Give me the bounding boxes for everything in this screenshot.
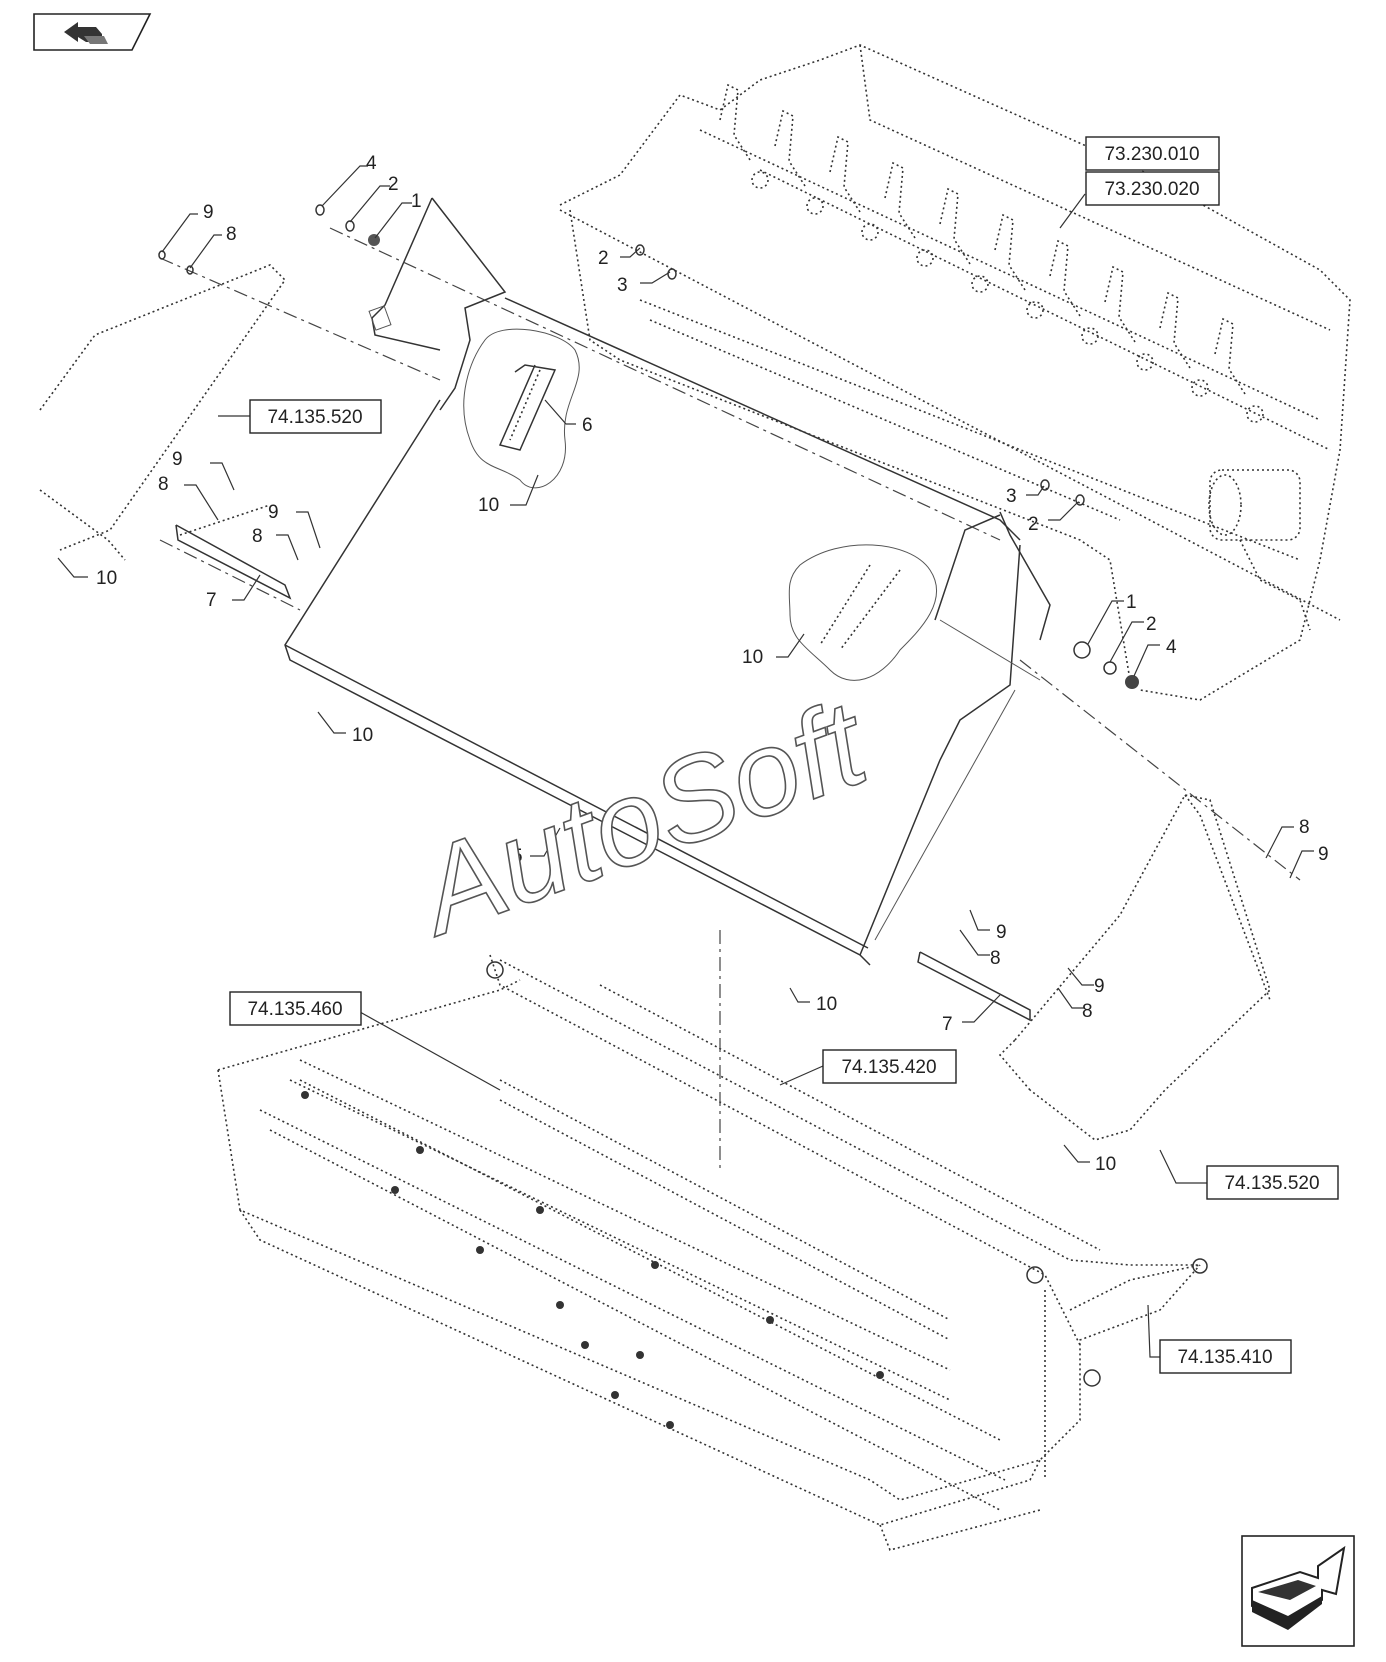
callout-number: 10 — [96, 568, 117, 589]
rotor-hub — [971, 275, 989, 293]
bolt-hole — [876, 1371, 884, 1379]
reference-box-73-230-020[interactable]: 73.230.020 — [1085, 171, 1220, 206]
reference-box-73-230-010[interactable]: 73.230.010 — [1085, 136, 1220, 171]
reference-box-74-135-410[interactable]: 74.135.410 — [1159, 1339, 1292, 1374]
callout-number: 8 — [1299, 817, 1310, 838]
rotor-tine — [829, 135, 861, 213]
bolt-hole — [556, 1301, 564, 1309]
callout-number: 1 — [1126, 592, 1137, 613]
callout-number: 2 — [1146, 614, 1157, 635]
bolt-hole — [666, 1421, 674, 1429]
reference-box-74-135-420[interactable]: 74.135.420 — [822, 1049, 957, 1084]
callout-number: 1 — [411, 191, 422, 212]
bolt-hole — [391, 1186, 399, 1194]
main-hood-panel — [284, 297, 1051, 966]
forward-arrow-icon[interactable] — [1241, 1535, 1355, 1647]
callout-number: 8 — [158, 474, 169, 495]
rotor-hub — [1026, 301, 1044, 319]
rotor-hub — [1081, 327, 1099, 345]
callout-number: 8 — [252, 526, 263, 547]
callout-number: 7 — [206, 590, 217, 611]
bolt-hole — [536, 1206, 544, 1214]
callout-number: 4 — [366, 153, 377, 174]
detail-inset-left — [463, 328, 580, 489]
rotor-tine — [939, 187, 971, 265]
reference-box-74-135-460[interactable]: 74.135.460 — [229, 991, 362, 1026]
callout-number: 9 — [268, 502, 279, 523]
rotor-hub — [751, 171, 769, 189]
svg-text:74.135.520: 74.135.520 — [1224, 1173, 1319, 1194]
callout-number: 9 — [1318, 844, 1329, 865]
rotor-hub — [916, 249, 934, 267]
svg-text:73.230.010: 73.230.010 — [1104, 144, 1199, 165]
reference-box-74-135-520-left[interactable]: 74.135.520 — [249, 399, 382, 434]
callout-number: 6 — [582, 415, 593, 436]
upper-frame-assembly — [559, 44, 1351, 701]
callout-number: 3 — [1006, 486, 1017, 507]
svg-text:74.135.420: 74.135.420 — [841, 1057, 936, 1078]
rotor-tine — [719, 83, 751, 161]
bolt-hole — [651, 1261, 659, 1269]
callout-number: 2 — [1028, 514, 1039, 535]
leader-lines — [57, 165, 1314, 1358]
callout-number: 7 — [942, 1014, 953, 1035]
reference-box-74-135-520-right[interactable]: 74.135.520 — [1206, 1165, 1339, 1200]
bolt-hole — [301, 1091, 309, 1099]
callout-number: 3 — [617, 275, 628, 296]
callout-number: 8 — [226, 224, 237, 245]
callout-number: 9 — [203, 202, 214, 223]
callout-number: 10 — [478, 495, 499, 516]
bolt-hole — [416, 1146, 424, 1154]
back-arrow-icon[interactable] — [33, 13, 152, 51]
rotor-tine — [774, 109, 806, 187]
rotor-tine — [884, 161, 916, 239]
callout-number: 10 — [742, 647, 763, 668]
detail-inset-right — [788, 544, 937, 681]
left-side-shield — [39, 264, 287, 561]
callout-number: 10 — [1095, 1154, 1116, 1175]
centre-lines — [159, 227, 1301, 1170]
rotor-hub — [806, 197, 824, 215]
rotor-hub — [1136, 353, 1154, 371]
callout-number: 2 — [388, 174, 399, 195]
callout-number: 8 — [990, 948, 1001, 969]
rotor-hub — [1246, 405, 1264, 423]
bolt-hole — [636, 1351, 644, 1359]
bolt-hole — [581, 1341, 589, 1349]
left-deflector-plate — [368, 197, 507, 411]
callout-number: 9 — [1094, 976, 1105, 997]
callout-number: 9 — [172, 449, 183, 470]
callout-number: 10 — [352, 725, 373, 746]
svg-text:74.135.410: 74.135.410 — [1177, 1347, 1272, 1368]
callout-number: 9 — [996, 922, 1007, 943]
svg-text:73.230.020: 73.230.020 — [1104, 179, 1199, 200]
callout-number: 5 — [512, 846, 523, 867]
bolt-hole — [476, 1246, 484, 1254]
callout-number: 2 — [598, 248, 609, 269]
callout-number: 10 — [816, 994, 837, 1015]
callout-number: 8 — [1082, 1001, 1093, 1022]
callout-labels: 4 2 1 9 8 2 3 6 10 9 8 9 8 10 7 3 2 1 2 … — [96, 153, 1329, 1175]
callout-number: 4 — [1166, 637, 1177, 658]
bolt-hole — [766, 1316, 774, 1324]
svg-text:74.135.460: 74.135.460 — [247, 999, 342, 1020]
lower-tray-assembly — [217, 954, 1208, 1551]
svg-text:74.135.520: 74.135.520 — [267, 407, 362, 428]
rotor-tine — [994, 213, 1026, 291]
rotor-hub — [861, 223, 879, 241]
rotor-hub — [1191, 379, 1209, 397]
right-side-shield — [998, 794, 1271, 1141]
rotor-tine — [1049, 239, 1081, 317]
bolt-hole — [611, 1391, 619, 1399]
